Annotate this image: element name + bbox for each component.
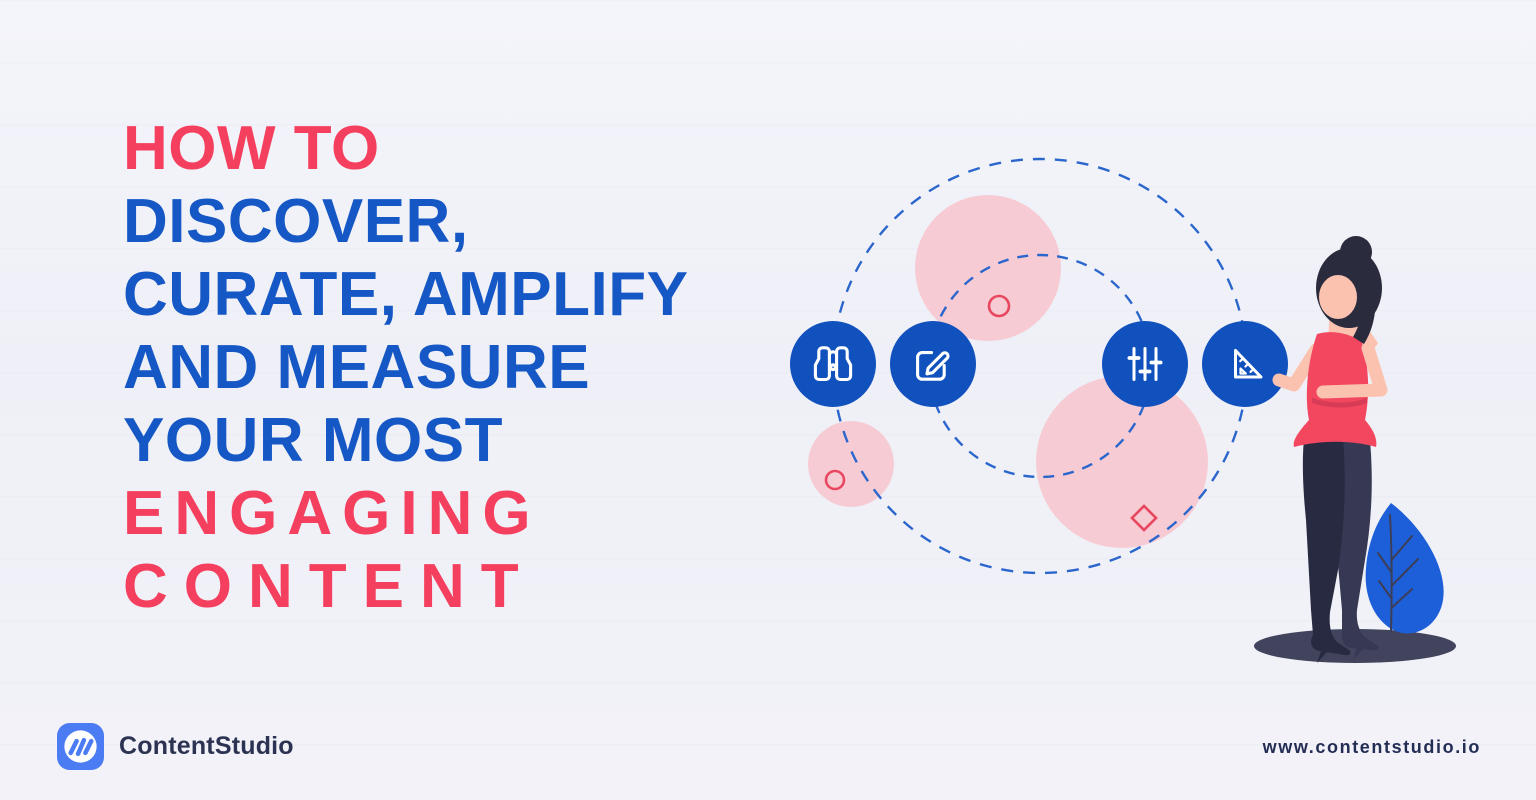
woman-waist-shadow xyxy=(1312,398,1367,408)
woman-extended-arm xyxy=(1272,343,1323,392)
ruler-icon xyxy=(1234,349,1263,379)
pink-bubble-small xyxy=(808,421,894,507)
red-outline-shapes xyxy=(824,294,1158,532)
discover-circle xyxy=(790,321,876,407)
leaf-icon xyxy=(1365,503,1444,634)
edit-icon xyxy=(916,351,950,381)
woman-front-leg xyxy=(1302,430,1351,656)
woman-back-leg xyxy=(1334,430,1379,651)
headline-line-2: DISCOVER, xyxy=(123,187,469,256)
measure-circle xyxy=(1202,321,1288,407)
red-outline-circle-top xyxy=(987,294,1011,318)
brand-name: ContentStudio xyxy=(119,732,294,760)
icon-circles xyxy=(790,321,1288,407)
woman-face xyxy=(1319,275,1357,319)
headline-line-6: ENGAGING xyxy=(123,479,541,548)
headline: HOW TO DISCOVER, CURATE, AMPLIFY AND MEA… xyxy=(123,112,688,623)
amplify-circle xyxy=(1102,321,1188,407)
website-url: www.contentstudio.io xyxy=(1262,737,1481,757)
headline-line-5: YOUR MOST xyxy=(123,406,503,475)
headline-line-7: CONTENT xyxy=(123,552,535,621)
pink-bubble-bottom xyxy=(1036,376,1208,548)
headline-line-4: AND MEASURE xyxy=(123,333,591,402)
woman-heel-front xyxy=(1317,648,1328,663)
woman-illustration xyxy=(1272,236,1388,663)
brand-lockup: ContentStudio xyxy=(57,723,294,770)
woman-heel-back xyxy=(1354,645,1364,659)
headline-line-3: CURATE, AMPLIFY xyxy=(123,260,689,329)
red-outline-diamond xyxy=(1130,504,1158,532)
headline-line-1: HOW TO xyxy=(123,114,380,183)
binoculars-icon xyxy=(813,346,853,382)
contentstudio-logo-icon xyxy=(57,723,104,770)
curate-circle xyxy=(890,321,976,407)
red-outline-circle-left xyxy=(824,469,846,491)
woman-hair-bun xyxy=(1340,236,1372,268)
woman-hair-sweep xyxy=(1353,268,1376,344)
sliders-icon xyxy=(1127,347,1163,381)
woman-crossing-arm xyxy=(1316,341,1388,399)
